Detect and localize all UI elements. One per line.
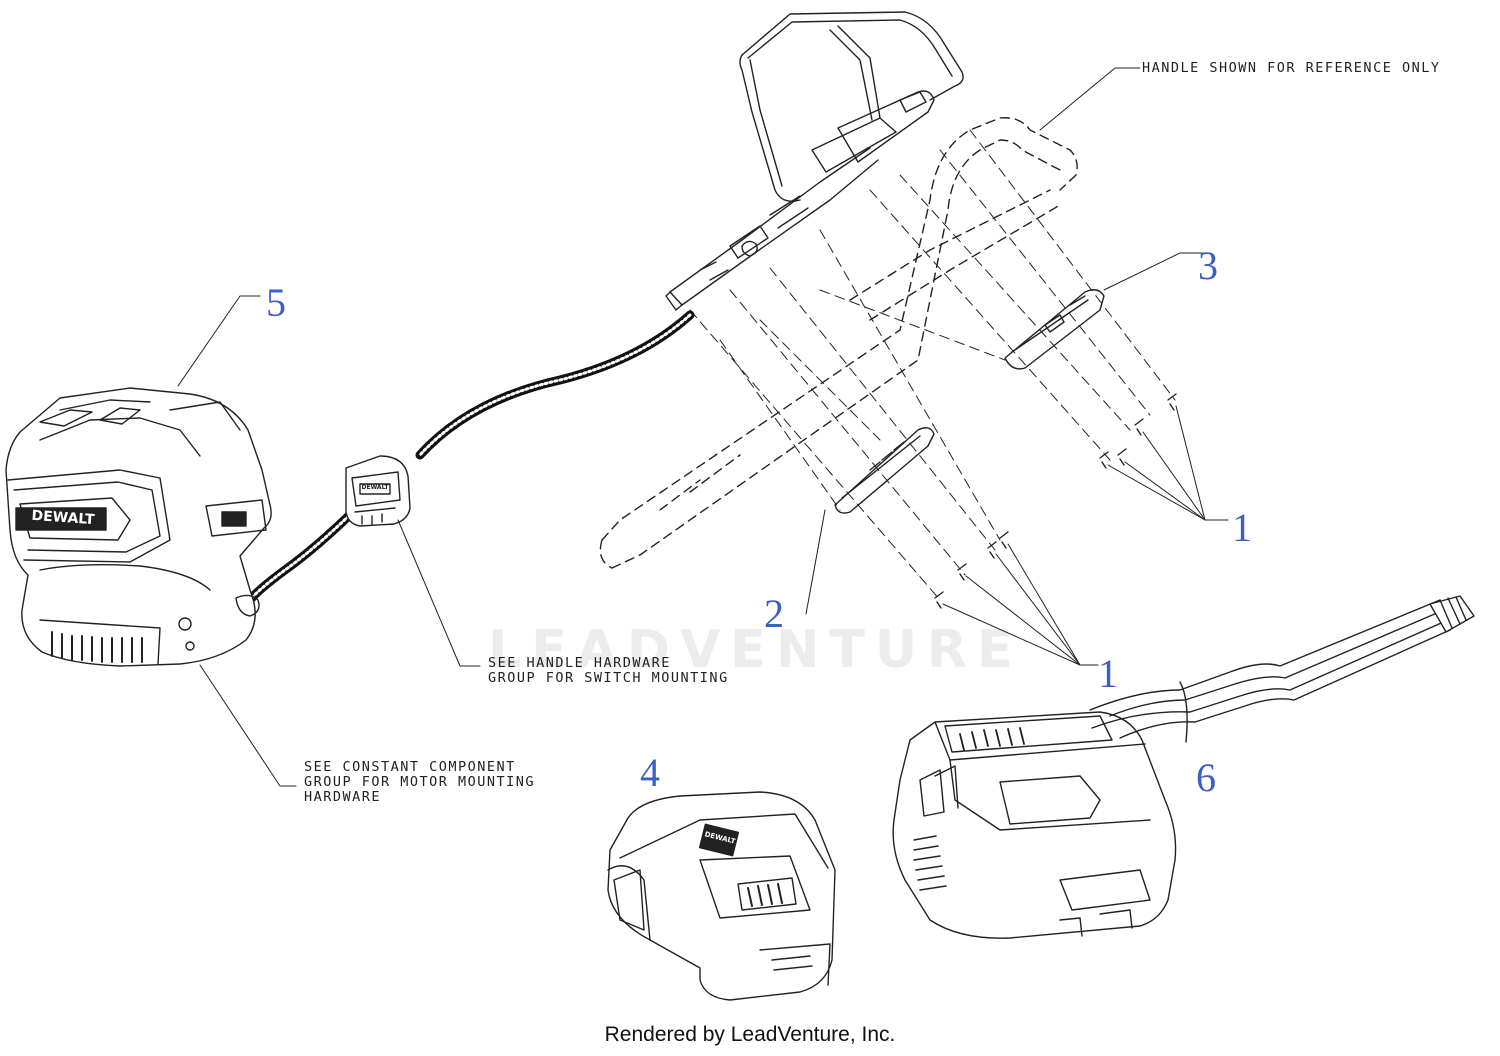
part-1-screws-lower [934, 531, 1099, 666]
note-handle-reference: HANDLE SHOWN FOR REFERENCE ONLY [1142, 60, 1441, 76]
note-motor-mounting: SEE CONSTANT COMPONENT GROUP FOR MOTOR M… [304, 759, 536, 805]
callout-1-lower: 1 [1098, 651, 1118, 696]
footer-credit: Rendered by LeadVenture, Inc. [604, 1023, 896, 1046]
leader-lines [177, 67, 1206, 787]
switch-brand-label: DEWALT [361, 484, 389, 491]
part-3-bracket [1004, 289, 1105, 370]
callout-3: 3 [1198, 243, 1218, 288]
reference-handle-dashed [599, 117, 1078, 569]
part-2-bracket [834, 427, 935, 514]
motor-head [5, 387, 272, 667]
watermark: LEADVENTURE [488, 620, 1023, 680]
note-switch-mounting: SEE HANDLE HARDWARE GROUP FOR SWITCH MOU… [488, 655, 729, 686]
upper-handle [665, 11, 964, 311]
charger [892, 595, 1475, 939]
callout-4: 4 [640, 750, 660, 795]
part-1-screws-upper [1099, 393, 1229, 521]
callout-5: 5 [266, 280, 286, 325]
battery-pack [607, 791, 836, 1001]
callout-2: 2 [764, 591, 784, 636]
callout-6: 6 [1196, 755, 1216, 800]
corrugated-cable [245, 310, 695, 605]
callout-1-upper: 1 [1232, 505, 1252, 550]
explosion-lines [689, 129, 1176, 601]
switch-box [345, 455, 411, 527]
